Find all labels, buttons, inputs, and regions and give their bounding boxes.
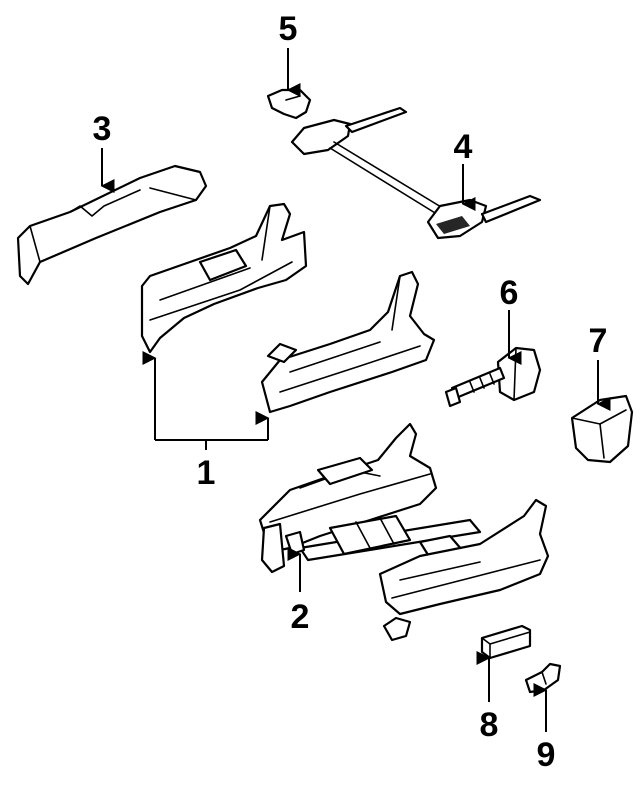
leader-lines xyxy=(100,48,611,732)
callout-labels: 1 2 3 4 5 6 7 8 9 xyxy=(93,10,608,774)
callout-7: 7 xyxy=(589,322,608,360)
part-5-cover xyxy=(266,88,312,120)
part-7-cover-cap xyxy=(570,394,634,464)
callout-1: 1 xyxy=(197,454,216,492)
part-1-seat-tracks xyxy=(140,202,436,414)
callout-3: 3 xyxy=(93,110,112,148)
callout-5: 5 xyxy=(279,10,298,48)
part-9-clip xyxy=(524,662,562,694)
callout-9: 9 xyxy=(537,736,556,774)
part-6-motor xyxy=(444,346,542,408)
part-4-cross-rod xyxy=(290,106,542,240)
callout-6: 6 xyxy=(500,274,519,312)
callout-8: 8 xyxy=(480,706,499,744)
part-3-side-shield xyxy=(16,164,208,286)
callout-2: 2 xyxy=(291,598,310,636)
part-8-pad xyxy=(480,624,532,660)
part-2-adjuster-assembly xyxy=(258,422,550,642)
callout-4: 4 xyxy=(454,128,473,166)
